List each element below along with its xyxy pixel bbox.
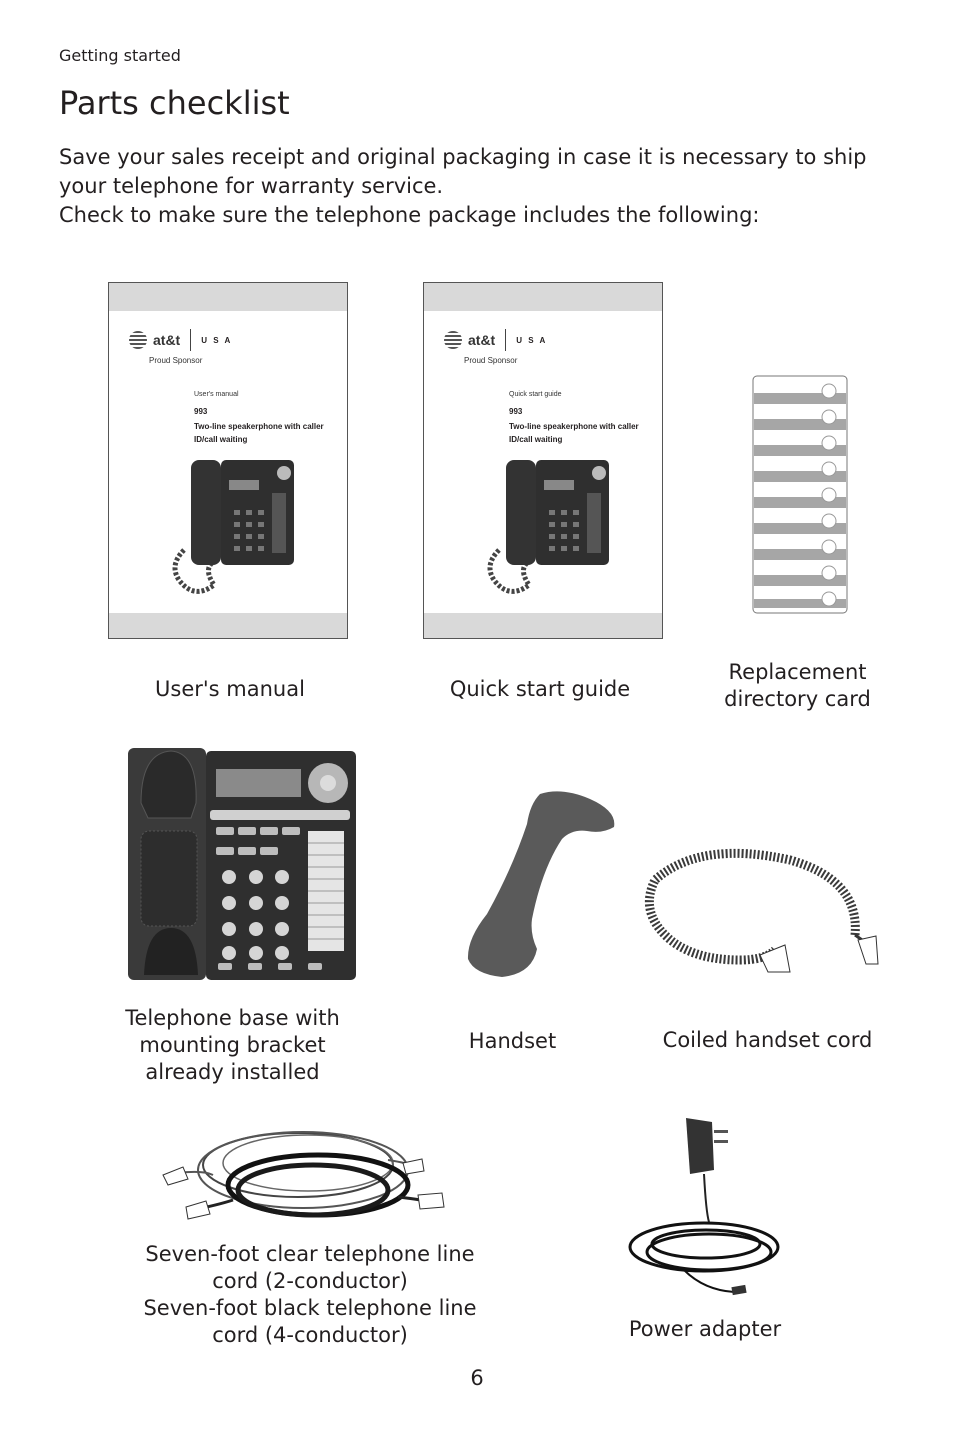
booklet-description: Two-line speakerphone with caller ID/cal… <box>509 422 639 444</box>
caption-black-cord: Seven-foot black telephone line cord (4-… <box>143 1296 477 1347</box>
att-globe-icon <box>129 331 147 349</box>
caption-users-manual: User's manual <box>155 677 305 701</box>
quick-start-guide-image: at&t U S A Proud Sponsor Quick start gui… <box>423 282 663 639</box>
sponsor-text: Proud Sponsor <box>149 356 203 365</box>
section-label: Getting started <box>59 46 181 65</box>
att-globe-icon <box>444 331 462 349</box>
att-logo: at&t U S A <box>129 329 232 351</box>
telephone-base-image <box>128 748 356 980</box>
booklet-type: User's manual <box>194 391 239 398</box>
caption-line-cords: Seven-foot clear telephone line cord (2-… <box>140 1241 480 1349</box>
page-title: Parts checklist <box>59 84 290 122</box>
caption-coiled-cord: Coiled handset cord <box>662 1028 873 1052</box>
page-number: 6 <box>470 1366 484 1390</box>
intro-text: Save your sales receipt and original pac… <box>59 143 909 230</box>
booklet-model: 993 <box>509 407 523 416</box>
intro-line-2: Check to make sure the telephone package… <box>59 203 760 227</box>
line-cords-image <box>162 1131 445 1220</box>
intro-line-1: Save your sales receipt and original pac… <box>59 145 867 198</box>
att-logo: at&t U S A <box>444 329 547 351</box>
handset-image <box>467 791 615 977</box>
caption-directory-card: Replacement directory card <box>724 660 871 711</box>
users-manual-image: at&t U S A Proud Sponsor User's manual 9… <box>108 282 348 639</box>
caption-handset: Handset <box>468 1029 557 1053</box>
phone-illustration-icon <box>172 460 294 594</box>
power-adapter-image <box>628 1118 780 1296</box>
booklet-description: Two-line speakerphone with caller ID/cal… <box>194 422 324 444</box>
caption-clear-cord: Seven-foot clear telephone line cord (2-… <box>145 1242 475 1293</box>
booklet-model: 993 <box>194 407 208 416</box>
directory-card-image <box>752 375 848 614</box>
booklet-type: Quick start guide <box>509 391 562 398</box>
caption-power-adapter: Power adapter <box>628 1317 782 1341</box>
sponsor-text: Proud Sponsor <box>464 356 518 365</box>
coiled-cord-image <box>644 848 879 973</box>
caption-quick-start: Quick start guide <box>449 677 631 701</box>
caption-telephone-base: Telephone base with mounting bracket alr… <box>125 1006 340 1084</box>
phone-illustration-icon <box>487 460 609 594</box>
